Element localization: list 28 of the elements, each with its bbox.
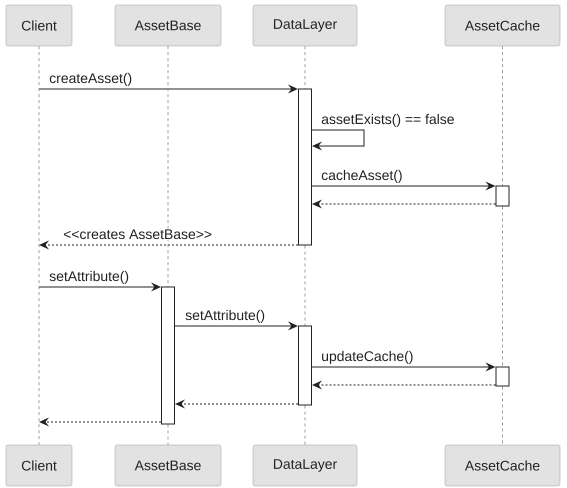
activation-bar (161, 286, 175, 424)
edge-label: <<creates AssetBase>> (62, 228, 214, 240)
lifeline (304, 245, 306, 326)
lifeline (502, 206, 503, 367)
edge-label: setAttribute() (184, 308, 266, 324)
participant-box: DataLayer (252, 4, 358, 46)
activation-bar (298, 88, 312, 246)
lifeline (502, 386, 503, 446)
self-message-arrow (312, 129, 364, 151)
edge-label: cacheAsset() (320, 168, 404, 184)
edge-label: assetExists() == false (320, 112, 456, 128)
participant-box: AssetBase (114, 4, 222, 46)
participant-box: AssetCache (444, 444, 560, 486)
edge-label: setAttribute() (48, 270, 130, 285)
participant-box: DataLayer (252, 444, 358, 486)
participant-box: Client (6, 4, 72, 46)
edge-label: createAsset() (48, 72, 134, 87)
activation-bar (496, 366, 510, 386)
lifeline (304, 46, 306, 89)
activation-bar (298, 325, 312, 406)
lifeline (502, 46, 503, 186)
participant-box: Client (6, 444, 72, 486)
edge-label: updateCache() (320, 350, 414, 365)
participant-box: AssetCache (444, 4, 560, 46)
lifeline (304, 405, 306, 446)
lifeline (38, 46, 40, 446)
participant-box: AssetBase (114, 444, 222, 486)
activation-bar (496, 185, 510, 206)
